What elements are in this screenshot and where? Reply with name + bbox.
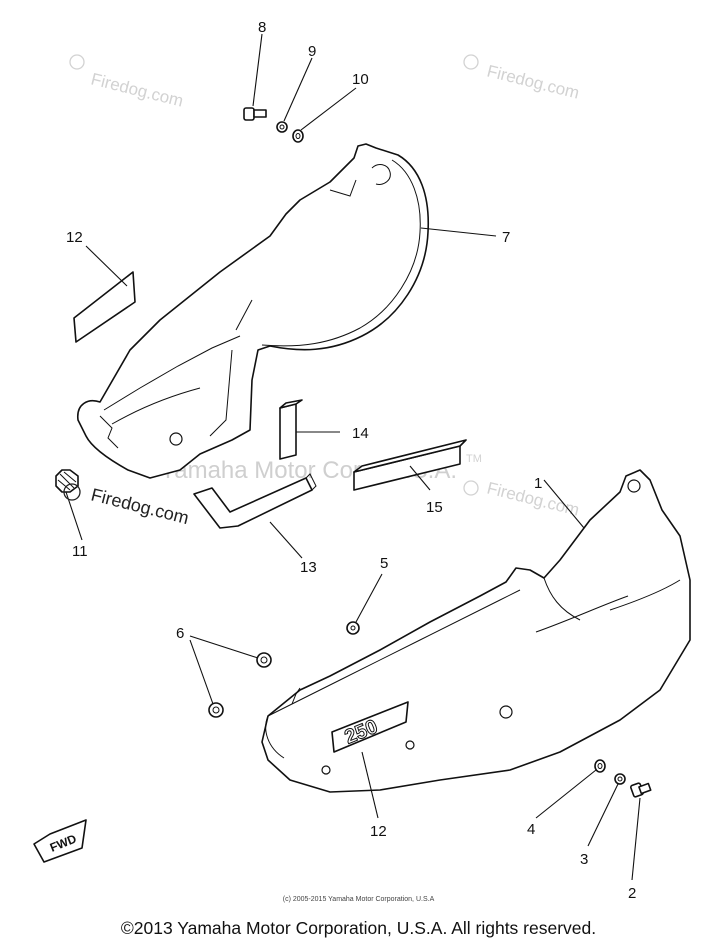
fwd-direction-badge: FWD <box>33 819 87 863</box>
firedog-watermark-top-left: Firedog.com <box>69 54 185 111</box>
firedog-watermark-top-right: Firedog.com <box>463 54 581 103</box>
part-7-left-side-cover <box>77 143 430 479</box>
callout-15: 15 <box>426 499 443 516</box>
svg-text:Firedog.com: Firedog.com <box>485 61 581 102</box>
part-8-screw <box>243 107 267 121</box>
part-4-washer <box>594 759 606 773</box>
part-6-grommet-lower <box>208 702 224 718</box>
part-14-damper-block <box>279 399 303 460</box>
firedog-watermark-mid-right: Firedog.com <box>463 478 581 520</box>
callout-9: 9 <box>308 43 316 60</box>
callout-12-lower: 12 <box>370 823 387 840</box>
callout-10: 10 <box>352 71 369 88</box>
callout-5: 5 <box>380 555 388 572</box>
part-15-damper-block <box>353 439 467 491</box>
svg-text:Firedog.com: Firedog.com <box>89 69 185 110</box>
part-6-grommet-upper <box>256 652 272 668</box>
part-11-grommet <box>55 469 79 493</box>
trademark-tm-mark: TM <box>466 453 482 465</box>
callout-3: 3 <box>580 851 588 868</box>
callout-14: 14 <box>352 425 369 442</box>
firedog-watermark-mid-left: Firedog.com <box>63 483 191 528</box>
part-1-right-side-cover <box>261 469 691 793</box>
svg-text:Firedog.com: Firedog.com <box>89 484 191 528</box>
callout-11: 11 <box>72 543 88 560</box>
callout-2: 2 <box>628 885 636 902</box>
part-12-decal-upper <box>73 271 136 343</box>
main-copyright: ©2013 Yamaha Motor Corporation, U.S.A. A… <box>120 918 597 938</box>
leader-lines <box>65 33 641 881</box>
part-10-washer <box>292 129 304 143</box>
callout-7: 7 <box>502 229 510 246</box>
callout-13: 13 <box>300 559 317 576</box>
callout-8: 8 <box>258 19 266 36</box>
callout-1: 1 <box>534 475 542 492</box>
part-13-bent-strip <box>193 473 317 529</box>
part-3-lock-washer <box>614 773 626 785</box>
callout-12-upper: 12 <box>66 229 83 246</box>
part-9-lock-washer <box>276 121 288 133</box>
part-5-nut <box>346 621 360 635</box>
callout-4: 4 <box>527 821 535 838</box>
callout-6: 6 <box>176 625 184 642</box>
part-2-screw <box>630 782 652 798</box>
callout-numbers: 8 9 10 7 12 11 14 15 13 1 5 6 12 4 3 2 <box>66 19 636 902</box>
small-copyright: (c) 2005-2015 Yamaha Motor Corporation, … <box>282 896 435 903</box>
